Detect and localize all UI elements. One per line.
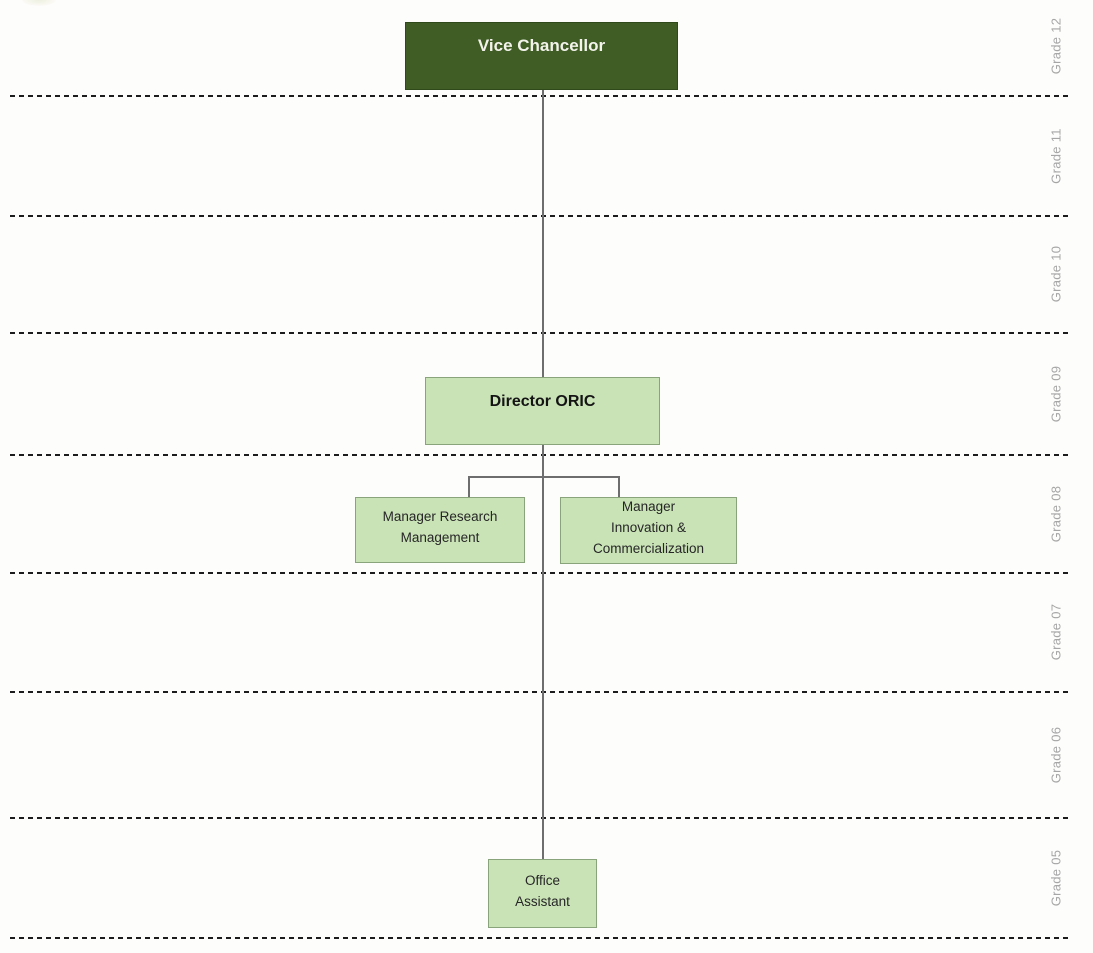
grade-band-label-06: Grade 06 (1048, 726, 1064, 784)
grade-band-label-12: Grade 12 (1048, 17, 1064, 75)
node-label: Director ORIC (489, 393, 596, 410)
node-label-line: Manager Research (382, 509, 498, 525)
partial-logo-remnant (22, 0, 56, 6)
node-label-line: Office (524, 872, 560, 888)
connector-drop-manager-research (468, 476, 470, 497)
grade-divider (10, 937, 1072, 939)
grade-band-label-10: Grade 10 (1048, 245, 1064, 303)
grade-divider (10, 817, 1072, 819)
grade-band-label-07: Grade 07 (1048, 603, 1064, 661)
grade-divider (10, 95, 1072, 97)
connector-vc-to-director (542, 90, 544, 377)
grade-band-label-11: Grade 11 (1048, 128, 1064, 184)
node-manager-research-management: Manager Research Management (355, 497, 525, 563)
grade-divider (10, 215, 1072, 217)
node-label-line: Manager (621, 499, 676, 515)
grade-divider (10, 332, 1072, 334)
node-office-assistant: Office Assistant (488, 859, 597, 928)
node-label-line: Commercialization (592, 540, 705, 556)
grade-divider (10, 454, 1072, 456)
node-director-oric: Director ORIC (425, 377, 660, 445)
grade-band-label-09: Grade 09 (1048, 365, 1064, 423)
grade-divider (10, 572, 1072, 574)
node-manager-innovation-commercialization: Manager Innovation & Commercialization (560, 497, 737, 564)
connector-managers-horizontal (468, 476, 619, 478)
grade-band-label-08: Grade 08 (1048, 485, 1064, 543)
grade-divider (10, 691, 1072, 693)
node-label-line: Innovation & (610, 520, 687, 536)
grade-band-label-05: Grade 05 (1048, 849, 1064, 907)
connector-director-to-office-assistant (542, 445, 544, 859)
connector-drop-manager-innovation (618, 476, 620, 497)
node-label-line: Management (400, 530, 480, 545)
node-label-line: Assistant (515, 893, 570, 909)
node-vice-chancellor: Vice Chancellor (405, 22, 678, 90)
node-label: Vice Chancellor (477, 36, 606, 55)
